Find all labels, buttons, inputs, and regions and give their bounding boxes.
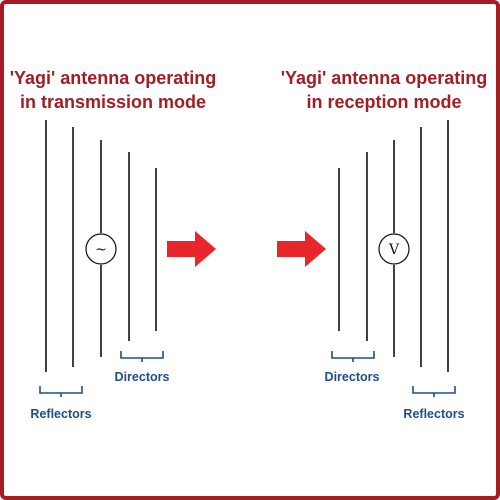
voltmeter-icon bbox=[378, 233, 410, 265]
voltmeter-symbol: V bbox=[388, 242, 400, 258]
right-reflectors-label: Reflectors bbox=[403, 407, 464, 421]
left-title-line1: 'Yagi' antenna operating bbox=[10, 68, 217, 88]
arrow-right-icon bbox=[277, 231, 326, 267]
arrow-right-icon bbox=[167, 231, 216, 267]
left-title-line2: in transmission mode bbox=[20, 92, 206, 112]
left-reflectors-bracket bbox=[39, 386, 83, 397]
right-title-line2: in reception mode bbox=[306, 92, 461, 112]
left-directors-bracket bbox=[120, 351, 164, 362]
left-directors-label: Directors bbox=[115, 370, 170, 384]
right-directors-label: Directors bbox=[325, 370, 380, 384]
ac-source-icon bbox=[85, 233, 117, 265]
ac-source-symbol: ~ bbox=[95, 242, 107, 258]
right-directors-bracket bbox=[331, 351, 375, 362]
right-reflectors-bracket bbox=[412, 386, 456, 397]
left-reflectors-label: Reflectors bbox=[30, 407, 91, 421]
right-title-line1: 'Yagi' antenna operating bbox=[281, 68, 488, 88]
